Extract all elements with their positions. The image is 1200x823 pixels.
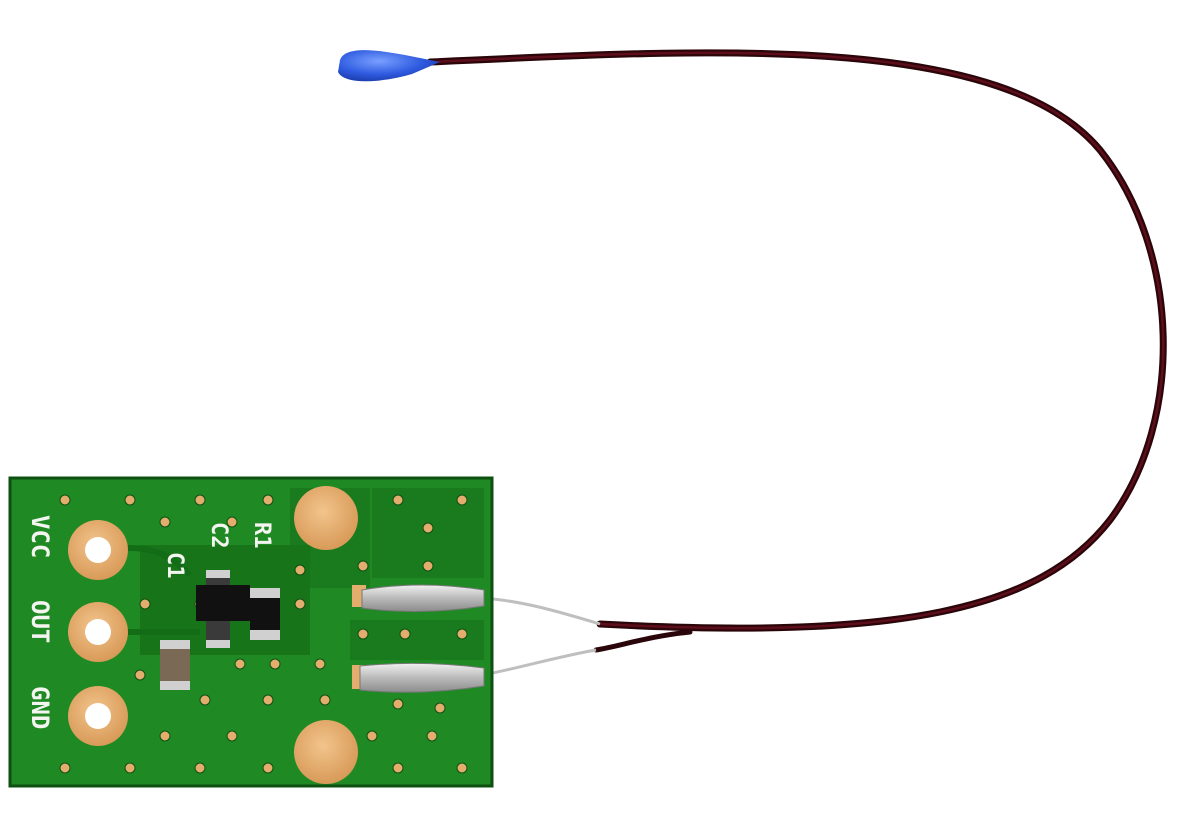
pcb-vias <box>59 494 468 774</box>
pin-label-vcc: VCC <box>26 515 54 558</box>
smd-ic <box>196 585 250 621</box>
smd-capacitor-c1 <box>206 620 230 648</box>
pin-pad-gnd <box>68 686 128 746</box>
pin-pad-out <box>68 602 128 662</box>
smd-resistor-r1 <box>250 588 280 640</box>
thermistor-lead-wire <box>426 49 1167 678</box>
mounting-pad-top <box>294 486 358 550</box>
mounting-pad-bottom <box>294 720 358 784</box>
thermistor-bead <box>338 50 440 82</box>
component-label-r1: R1 <box>249 522 274 549</box>
solder-joint-bottom <box>352 662 485 693</box>
pin-pad-vcc <box>68 520 128 580</box>
pin-label-gnd: GND <box>26 686 54 729</box>
pin-label-out: OUT <box>26 600 54 643</box>
pcb-board: VCC OUT GND R1 C2 C1 <box>8 476 494 788</box>
smd-capacitor-large <box>160 640 190 690</box>
component-label-c1: C1 <box>162 552 187 579</box>
component-label-c2: C2 <box>206 522 231 549</box>
solder-joint-top <box>352 584 485 613</box>
